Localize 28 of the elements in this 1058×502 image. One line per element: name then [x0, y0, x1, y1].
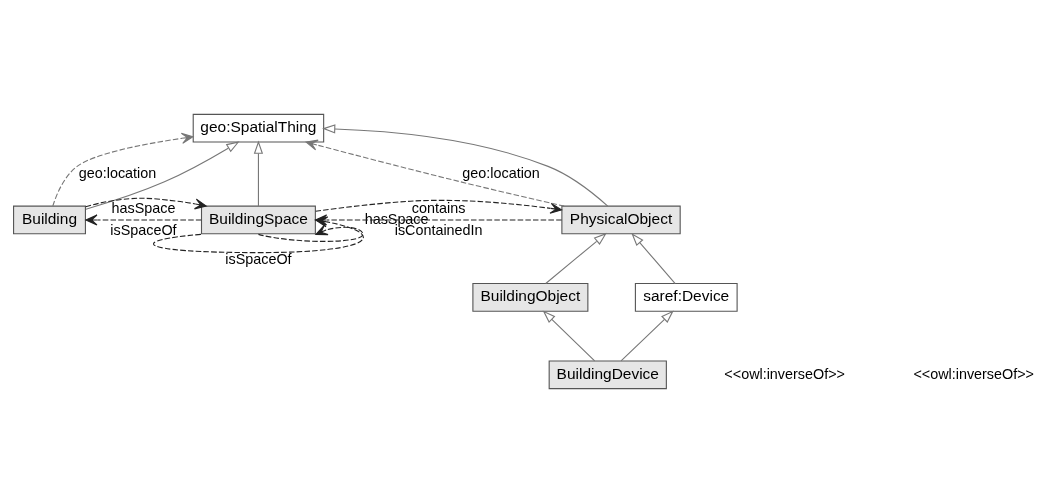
node-box: Building — [13, 205, 86, 234]
edge-label: geo:location — [78, 164, 157, 181]
node-box: BuildingSpace — [200, 205, 316, 234]
node-box: geo:SpatialThing — [192, 113, 325, 143]
arrow — [85, 197, 207, 209]
edge-label: isSpaceOf — [225, 250, 292, 267]
arrow — [620, 309, 674, 361]
node-box: PhysicalObject — [561, 205, 681, 234]
node-box: BuildingObject — [472, 282, 589, 312]
arrow — [542, 309, 596, 361]
edge-label: contains — [411, 199, 466, 216]
arrow — [305, 139, 565, 207]
edge-label: isSpaceOf — [110, 221, 177, 238]
edge-label: hasSpace — [111, 199, 176, 216]
arrow — [631, 232, 676, 284]
arrow — [257, 224, 364, 242]
node-box: BuildingDevice — [548, 359, 667, 389]
arrow — [322, 123, 609, 207]
arrow — [52, 132, 194, 207]
label: <<owl:inverseOf>> — [724, 365, 845, 382]
arrow — [85, 140, 240, 210]
arrow — [85, 213, 202, 226]
arrow — [315, 199, 563, 214]
node-box: saref:Device — [634, 282, 738, 312]
arrow — [545, 232, 607, 284]
label: <<owl:inverseOf>> — [913, 365, 1034, 382]
arrow — [253, 139, 264, 207]
edge-label: geo:location — [462, 164, 540, 181]
